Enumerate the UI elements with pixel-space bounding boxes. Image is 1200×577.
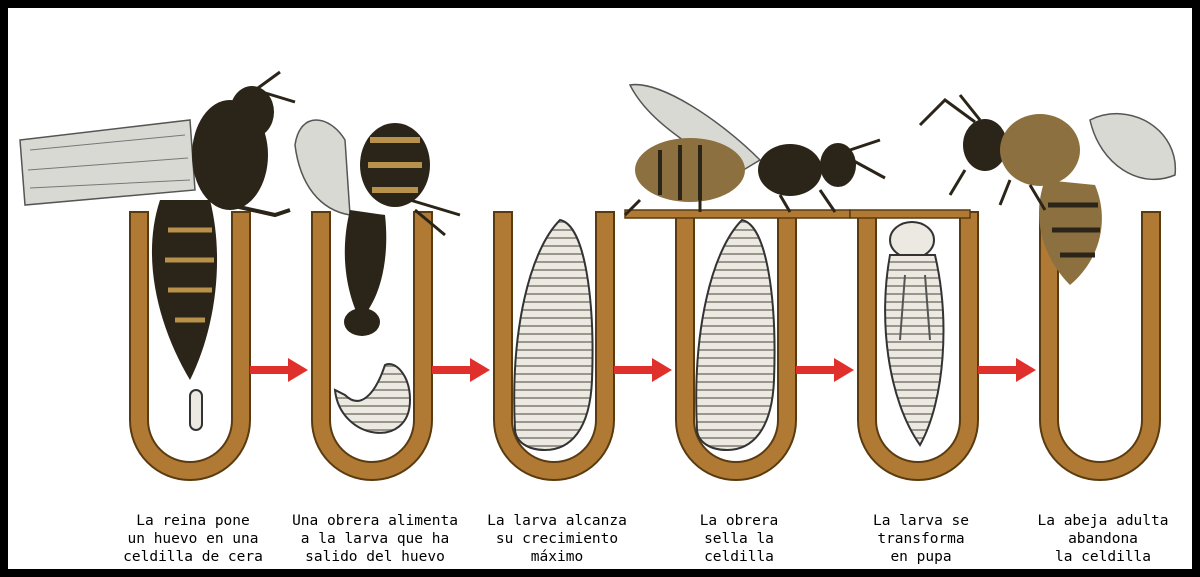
caption-stage-2: Una obrera alimenta a la larva que ha sa… bbox=[280, 512, 470, 566]
arrow-4 bbox=[796, 358, 854, 382]
bee-life-cycle-illustration bbox=[8, 8, 1192, 569]
larva-icon bbox=[514, 220, 592, 450]
stage-3-illustration bbox=[494, 212, 614, 480]
stage-2-illustration bbox=[295, 120, 460, 480]
caption-stage-6: La abeja adulta abandona la celdilla bbox=[1008, 512, 1198, 566]
stage-4-illustration bbox=[625, 85, 885, 480]
larva-icon bbox=[335, 364, 410, 433]
worker-bee-icon bbox=[625, 85, 885, 215]
arrow-2 bbox=[432, 358, 490, 382]
cell-cap bbox=[625, 210, 850, 218]
caption-stage-5: La larva se transforma en pupa bbox=[826, 512, 1016, 566]
arrow-3 bbox=[614, 358, 672, 382]
larva-icon bbox=[696, 220, 774, 450]
cell-cap bbox=[850, 210, 970, 218]
arrow-5 bbox=[978, 358, 1036, 382]
pupa-icon bbox=[885, 222, 943, 445]
egg-icon bbox=[190, 390, 202, 430]
caption-stage-1: La reina pone un huevo en una celdilla d… bbox=[98, 512, 288, 566]
arrow-1 bbox=[250, 358, 308, 382]
queen-bee-icon bbox=[20, 72, 295, 380]
stage-6-illustration bbox=[920, 95, 1175, 480]
stage-1-illustration bbox=[20, 72, 295, 480]
stage-5-illustration bbox=[850, 210, 978, 480]
caption-stage-4: La obrera sella la celdilla bbox=[644, 512, 834, 566]
caption-stage-3: La larva alcanza su crecimiento máximo bbox=[462, 512, 652, 566]
